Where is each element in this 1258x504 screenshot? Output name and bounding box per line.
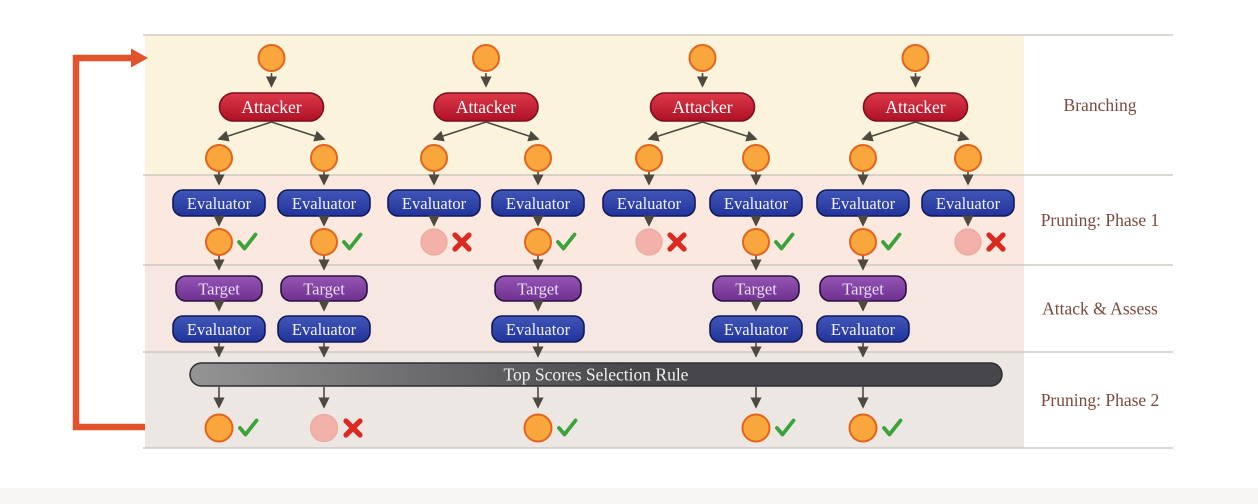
attacker-pill <box>218 92 325 122</box>
branch-node-circle <box>205 144 233 172</box>
evaluator-label: Evaluator <box>187 320 252 339</box>
check-icon <box>342 232 363 251</box>
arrow-connector <box>647 121 703 142</box>
arrow-connector <box>432 121 487 142</box>
cross-icon <box>667 232 687 252</box>
evaluator-pill <box>816 315 910 343</box>
check-icon <box>556 232 577 251</box>
evaluator-label: Evaluator <box>831 194 896 213</box>
cross-icon <box>343 418 363 438</box>
check-icon <box>882 418 903 437</box>
branch-node-circle <box>635 144 663 172</box>
attacker-label: Attacker <box>885 97 945 117</box>
result-node-circle <box>742 228 770 256</box>
root-node-circle <box>257 44 286 72</box>
evaluator-pill <box>277 315 371 343</box>
result-node-circle <box>310 228 338 256</box>
phase-label-0: Branching <box>1064 95 1137 115</box>
branch-node-circle <box>742 144 770 172</box>
pruned-node-circle <box>954 228 982 256</box>
cross-icon <box>452 232 472 252</box>
attacker-pill <box>649 92 756 122</box>
result-node-circle <box>205 228 233 256</box>
attacker-pill <box>433 92 539 122</box>
evaluator-label: Evaluator <box>936 194 1001 213</box>
loop-arrow <box>72 54 145 431</box>
target-label: Target <box>198 279 240 298</box>
check-icon <box>557 418 578 437</box>
arrow-connector <box>485 121 540 142</box>
phase-label-3: Pruning: Phase 2 <box>1041 390 1160 410</box>
target-label: Target <box>517 279 559 298</box>
branch-node-circle <box>524 144 552 172</box>
result-node-circle <box>848 413 878 443</box>
phase-label-1: Pruning: Phase 1 <box>1041 210 1160 230</box>
evaluator-label: Evaluator <box>292 320 357 339</box>
check-icon <box>775 418 796 437</box>
check-icon <box>238 418 259 437</box>
arrow-connector <box>861 121 916 142</box>
attacker-label: Attacker <box>456 97 516 117</box>
check-icon <box>881 232 902 251</box>
arrow-connector <box>702 121 758 142</box>
attacker-label: Attacker <box>241 97 301 117</box>
branch-node-circle <box>954 144 982 172</box>
pruned-node-circle <box>309 413 339 443</box>
result-node-circle <box>523 413 553 443</box>
attacker-pill <box>862 92 969 122</box>
result-node-circle <box>524 228 552 256</box>
root-node-circle <box>472 44 500 72</box>
evaluator-pill <box>709 315 803 343</box>
selection-rule-bar <box>189 362 1003 387</box>
attacker-label: Attacker <box>672 97 732 117</box>
target-label: Target <box>842 279 884 298</box>
target-label: Target <box>735 279 777 298</box>
tree-content-layer: Attacker Attacker Attacker AttackerEvaluato… <box>172 44 1015 443</box>
evaluator-label: Evaluator <box>292 194 357 213</box>
evaluator-label: Evaluator <box>617 194 682 213</box>
result-node-circle <box>849 228 877 256</box>
evaluator-label: Evaluator <box>506 194 571 213</box>
phase-label-2: Attack & Assess <box>1042 299 1158 319</box>
evaluator-label: Evaluator <box>187 194 252 213</box>
result-node-circle <box>204 413 234 443</box>
target-label: Target <box>303 279 345 298</box>
result-node-circle <box>741 413 771 443</box>
branch-node-circle <box>310 144 338 172</box>
branch-node-circle <box>420 144 448 172</box>
root-node-circle <box>688 44 717 72</box>
arrow-connector <box>217 121 272 142</box>
check-icon <box>774 232 795 251</box>
evaluator-label: Evaluator <box>402 194 467 213</box>
cross-icon <box>986 232 1006 252</box>
arrow-connector <box>271 121 326 142</box>
check-icon <box>237 232 258 251</box>
pruned-node-circle <box>420 228 448 256</box>
root-node-circle <box>901 44 930 72</box>
evaluator-label: Evaluator <box>724 320 789 339</box>
evaluator-label: Evaluator <box>724 194 789 213</box>
loop-arrowhead-icon <box>131 48 148 68</box>
arrow-connector <box>915 121 970 142</box>
evaluator-label: Evaluator <box>831 320 896 339</box>
branch-node-circle <box>849 144 877 172</box>
band-1 <box>145 175 1024 265</box>
page-footer-strip <box>0 488 1258 504</box>
evaluator-pill <box>172 315 266 343</box>
pruned-node-circle <box>635 228 663 256</box>
evaluator-label: Evaluator <box>506 320 571 339</box>
divider-lines-layer <box>143 34 1173 449</box>
loop-arrow-layer <box>72 48 148 431</box>
evaluator-pill <box>491 315 585 343</box>
selection-rule-label: Top Scores Selection Rule <box>504 365 689 385</box>
